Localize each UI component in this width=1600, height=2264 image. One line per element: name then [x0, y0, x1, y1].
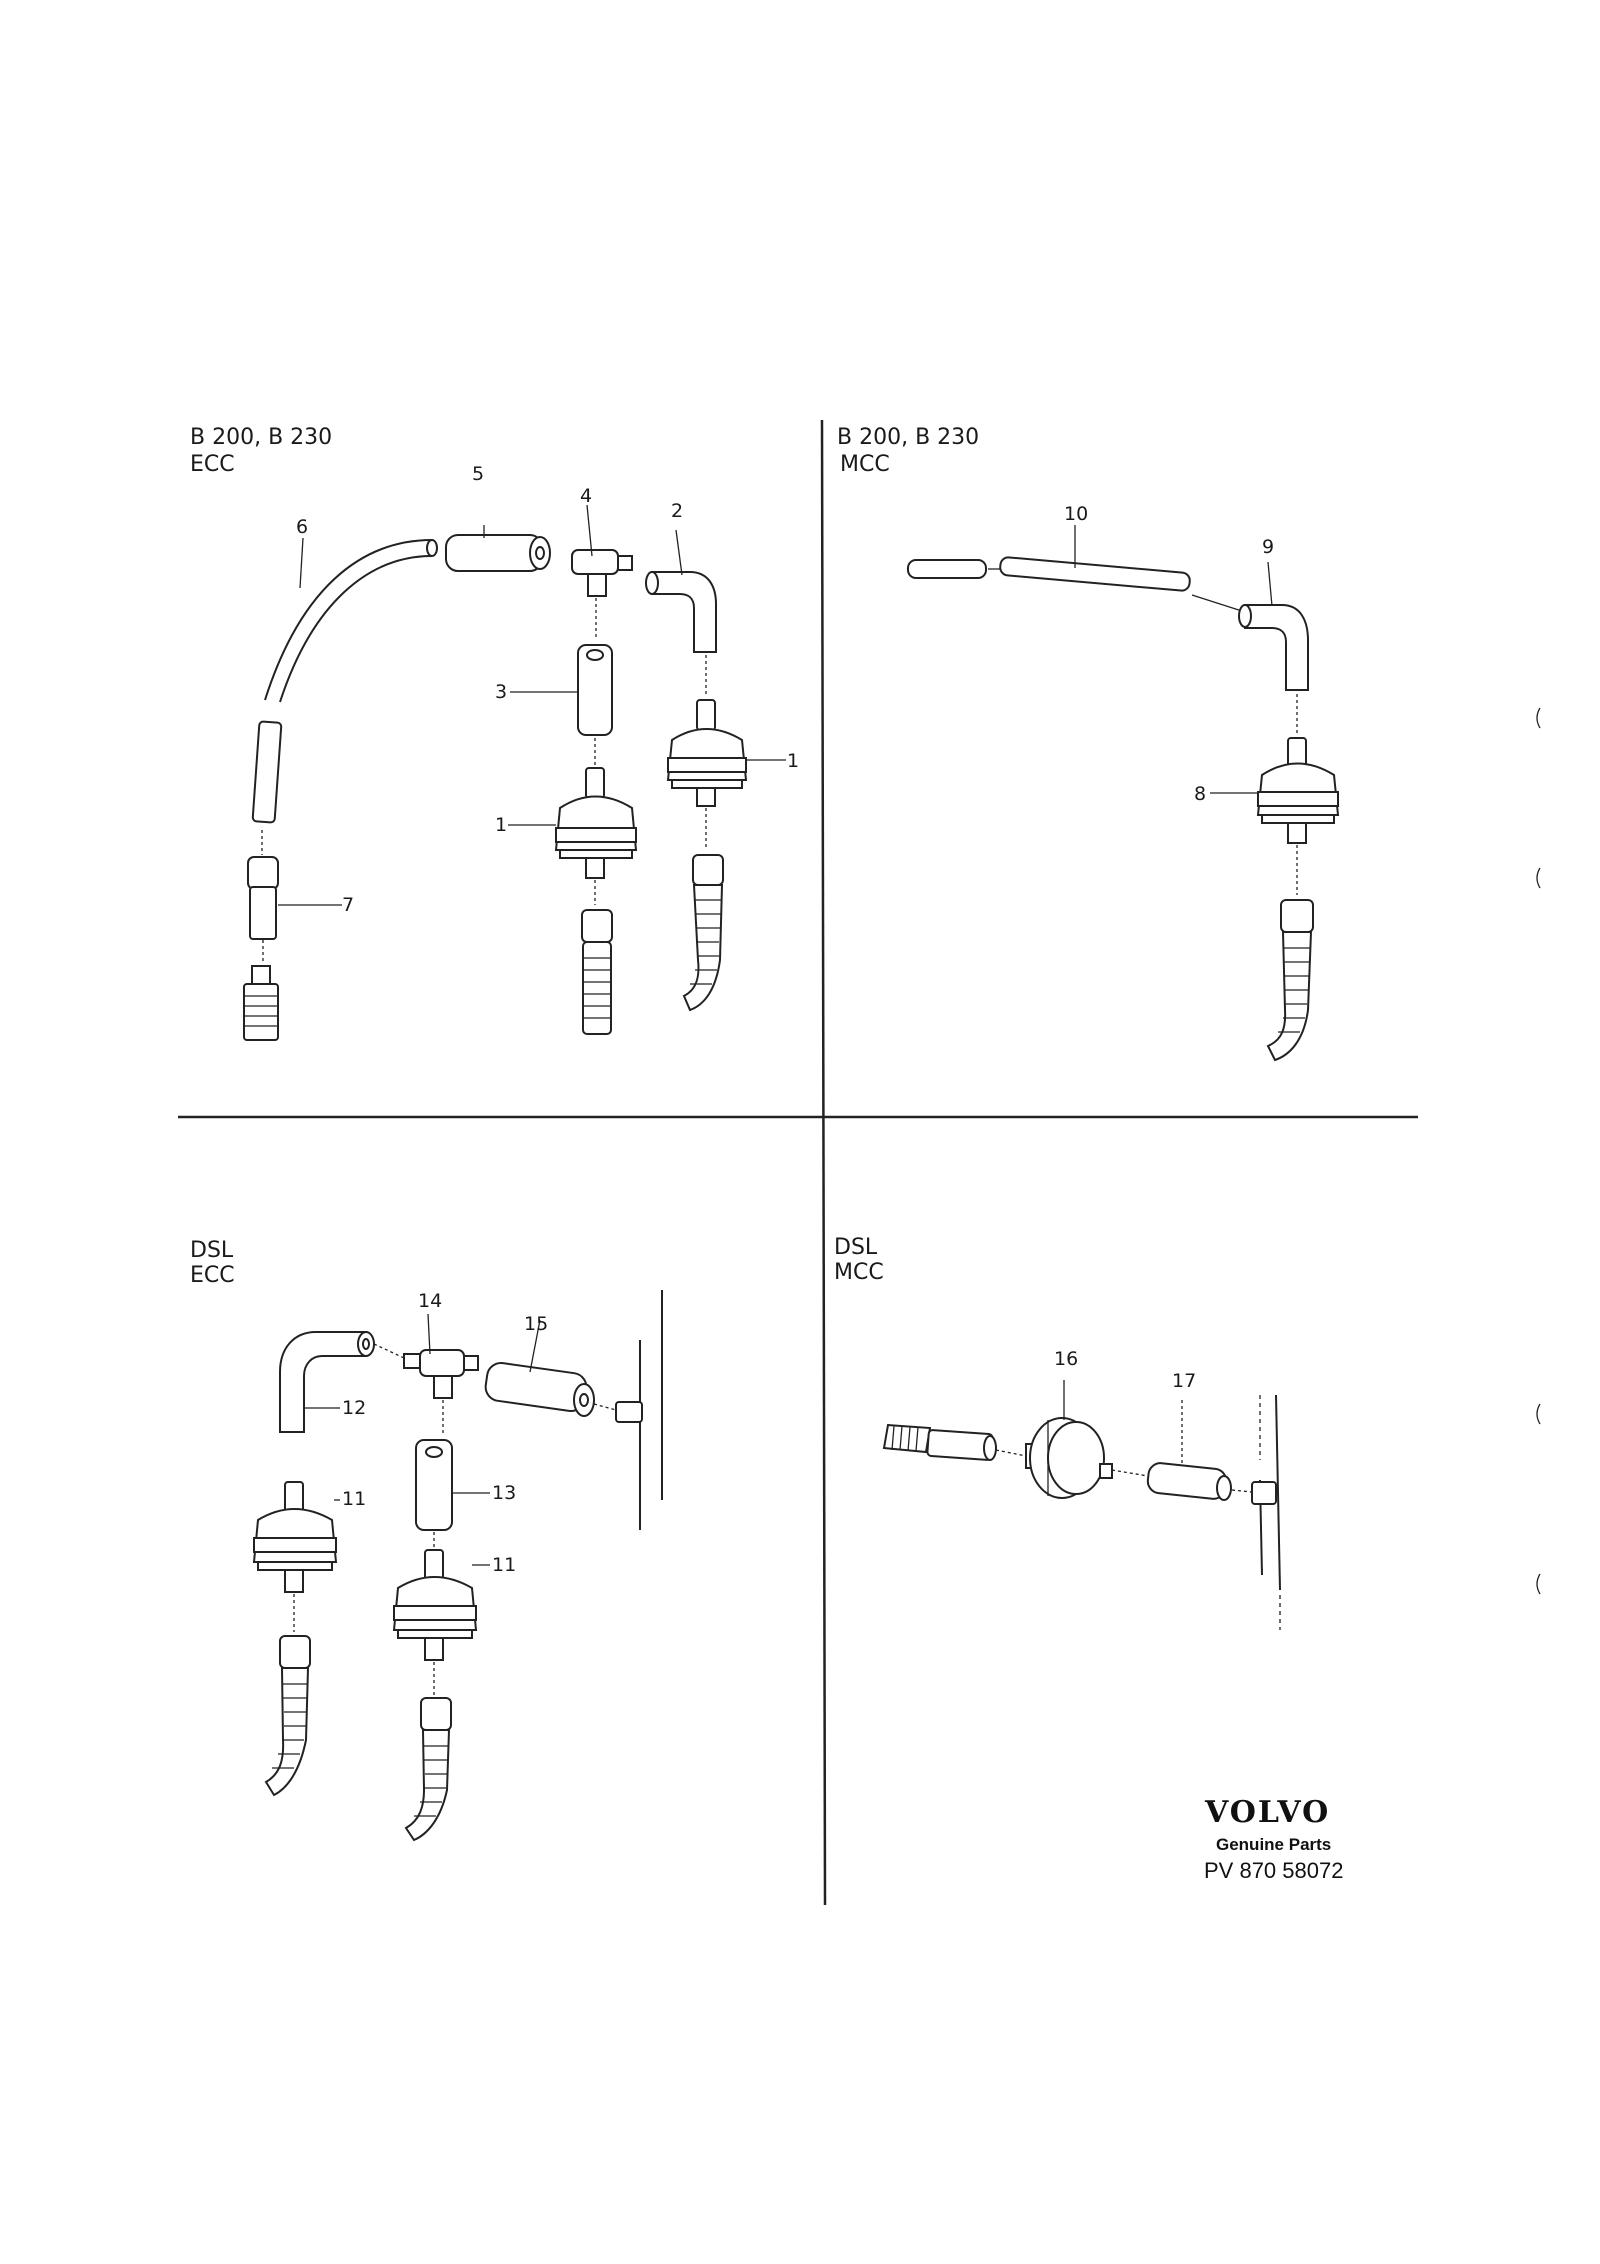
callout-5: 5 [472, 463, 485, 485]
panel-dsl-ecc-parts [252, 1290, 663, 1842]
callout-2: 2 [671, 500, 684, 522]
callout-10: 10 [1064, 503, 1089, 525]
panel-header-b-ecc-line1: B 200, B 230 [190, 425, 333, 450]
callout-13: 13 [492, 1482, 517, 1504]
callout-4: 4 [580, 485, 593, 507]
callout-11-left: 11 [342, 1488, 367, 1510]
callout-11-center: 11 [492, 1554, 517, 1576]
callout-7: 7 [342, 894, 355, 916]
callout-3: 3 [495, 681, 508, 703]
panel-header-b-ecc-line2: ECC [190, 452, 235, 477]
callout-17: 17 [1172, 1370, 1197, 1392]
margin-marks [1536, 707, 1541, 1595]
panel-b-mcc-parts [907, 525, 1340, 1062]
callout-9: 9 [1262, 536, 1275, 558]
panel-header-dsl-ecc-line1: DSL [190, 1238, 234, 1263]
panel-header-dsl-mcc-line1: DSL [834, 1235, 878, 1260]
callout-15: 15 [524, 1313, 549, 1335]
panel-dsl-mcc-parts [882, 1380, 1281, 1630]
callout-14: 14 [418, 1290, 443, 1312]
volvo-logo-wordmark: VOLVO [1205, 1795, 1331, 1830]
panel-b-ecc-parts [243, 504, 786, 1041]
callout-1-center: 1 [495, 814, 508, 836]
callout-6: 6 [296, 516, 309, 538]
callout-1-right: 1 [787, 750, 800, 772]
panel-header-dsl-mcc-line2: MCC [834, 1260, 884, 1285]
callout-12: 12 [342, 1397, 367, 1419]
panel-header-b-mcc-line2: MCC [840, 452, 890, 477]
callout-16: 16 [1054, 1348, 1079, 1370]
callout-8: 8 [1194, 783, 1207, 805]
brand-tagline: Genuine Parts [1216, 1835, 1332, 1854]
panel-header-b-mcc-line1: B 200, B 230 [837, 425, 980, 450]
panel-dividers [178, 419, 1418, 1906]
part-diagram-code: PV 870 58072 [1204, 1858, 1344, 1883]
panel-header-dsl-ecc-line2: ECC [190, 1263, 235, 1288]
